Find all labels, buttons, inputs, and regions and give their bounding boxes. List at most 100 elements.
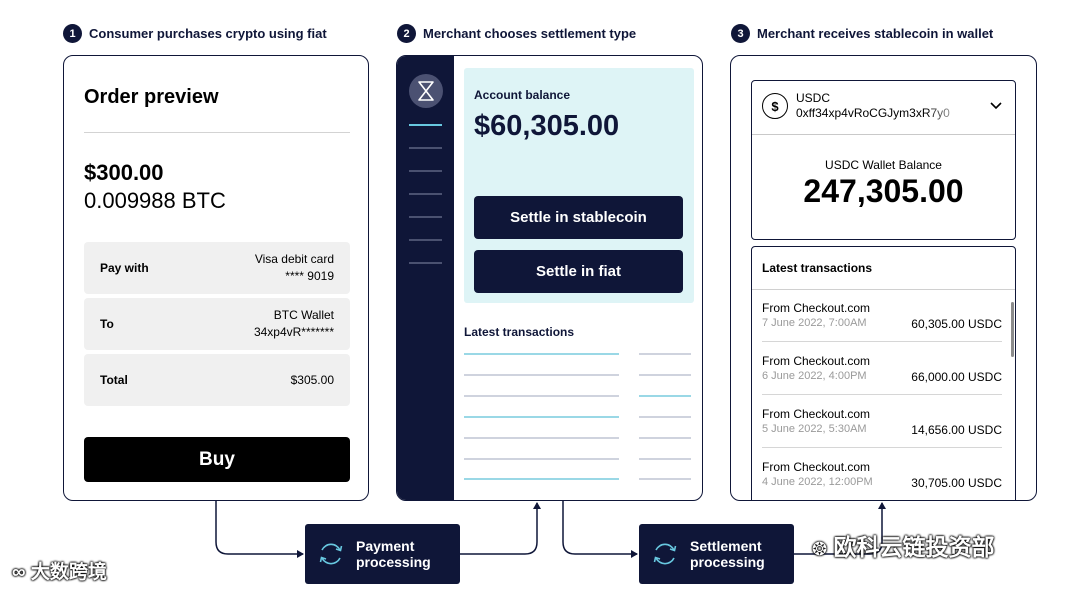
account-balance-value: $60,305.00	[474, 110, 620, 142]
transaction-placeholder-line	[464, 353, 619, 355]
transaction-placeholder-line	[464, 374, 619, 376]
row-value-line: **** 9019	[285, 269, 334, 283]
order-preview-title: Order preview	[84, 86, 219, 108]
transaction-amount: 14,656.00 USDC	[911, 423, 1002, 437]
chevron-down-icon[interactable]	[989, 101, 1003, 111]
process-label-line: Settlement	[690, 538, 762, 554]
transaction-row[interactable]: From Checkout.com 6 June 2022, 4:00PM 66…	[762, 342, 1002, 395]
divider	[84, 132, 350, 133]
process-label-line: processing	[356, 554, 431, 570]
row-value-line: Visa debit card	[254, 252, 334, 266]
transaction-placeholder-line	[639, 395, 691, 397]
transaction-placeholder-line	[639, 374, 691, 376]
settlement-processing-box: Settlement processing	[639, 524, 794, 584]
sidebar-nav-item[interactable]	[409, 170, 442, 172]
sidebar-nav-item[interactable]	[409, 147, 442, 149]
step-label: Merchant receives stablecoin in wallet	[757, 26, 994, 41]
fiat-amount: $300.00	[84, 160, 164, 185]
arrow-payment-to-merchant	[460, 502, 541, 555]
step-label: Consumer purchases crypto using fiat	[89, 26, 327, 41]
row-value-line: BTC Wallet	[273, 308, 334, 322]
transaction-amount: 30,705.00 USDC	[911, 476, 1002, 490]
watermark-right: ❂ 欧科云链投资部	[812, 528, 994, 562]
row-value-line: 34xp4vR*******	[253, 325, 334, 339]
step-2-heading: 2 Merchant chooses settlement type	[397, 24, 636, 43]
transaction-date: 5 June 2022, 5:30AM	[762, 423, 867, 435]
transaction-source: From Checkout.com	[762, 354, 871, 368]
transaction-placeholder-line	[464, 458, 619, 460]
wallet-selector[interactable]: $ USDC 0xff34xp4vRoCGJym3xR7y0	[752, 81, 1015, 135]
wechat-icon: ❂	[812, 539, 828, 559]
watermark-text: 大数跨境	[30, 562, 107, 583]
refresh-icon	[319, 543, 343, 565]
row-value: Visa debit card **** 9019	[255, 251, 334, 285]
checkout-logo-icon[interactable]	[409, 74, 443, 108]
transaction-row[interactable]: From Checkout.com 7 June 2022, 7:00AM 60…	[762, 289, 1002, 342]
step-1-heading: 1 Consumer purchases crypto using fiat	[63, 24, 327, 43]
coin-name: USDC	[796, 91, 831, 105]
merchant-dashboard-panel: Account balance $60,305.00 Settle in sta…	[396, 55, 703, 501]
transaction-row[interactable]: From Checkout.com 5 June 2022, 5:30AM 14…	[762, 395, 1002, 448]
crypto-amount: 0.009988 BTC	[84, 188, 226, 213]
usdc-coin-icon: $	[762, 93, 788, 119]
settle-fiat-button[interactable]: Settle in fiat	[474, 250, 683, 293]
refresh-icon	[653, 543, 677, 565]
sidebar-nav-item[interactable]	[409, 262, 442, 264]
transaction-placeholder-line	[464, 437, 619, 439]
transaction-placeholder-line	[464, 395, 619, 397]
transaction-amount: 66,000.00 USDC	[911, 370, 1002, 384]
watermark-text: 欧科云链投资部	[833, 534, 995, 560]
row-key: Total	[100, 373, 128, 387]
step-number: 3	[731, 24, 750, 43]
latest-transactions-heading: Latest transactions	[762, 261, 873, 275]
step-number: 2	[397, 24, 416, 43]
pay-with-row[interactable]: Pay with Visa debit card **** 9019	[84, 242, 350, 294]
wallet-card: $ USDC 0xff34xp4vRoCGJym3xR7y0 USDC Wall…	[751, 80, 1016, 240]
transaction-date: 4 June 2022, 12:00PM	[762, 476, 873, 488]
row-key: To	[100, 317, 114, 331]
transaction-placeholder-line	[639, 478, 691, 480]
step-number: 1	[63, 24, 82, 43]
account-balance-label: Account balance	[474, 88, 571, 102]
settle-stablecoin-button[interactable]: Settle in stablecoin	[474, 196, 683, 239]
stablecoin-wallet-panel: $ USDC 0xff34xp4vRoCGJym3xR7y0 USDC Wall…	[730, 55, 1037, 501]
sidebar-nav-item[interactable]	[409, 239, 442, 241]
process-label: Payment processing	[356, 538, 431, 570]
transaction-row[interactable]: From Checkout.com 4 June 2022, 12:00PM 3…	[762, 448, 1002, 500]
sidebar	[397, 56, 454, 500]
total-row: Total $305.00	[84, 354, 350, 406]
sidebar-nav-item[interactable]	[409, 216, 442, 218]
scrollbar[interactable]	[1011, 302, 1014, 357]
transaction-source: From Checkout.com	[762, 301, 871, 315]
process-label-line: Payment	[356, 538, 415, 554]
wallet-address: 0xff34xp4vRoCGJym3xR7y0	[796, 106, 950, 120]
payment-processing-box: Payment processing	[305, 524, 460, 584]
transaction-placeholder-line	[464, 478, 619, 480]
process-label-line: processing	[690, 554, 765, 570]
to-row[interactable]: To BTC Wallet 34xp4vR*******	[84, 298, 350, 350]
transaction-placeholder-line	[464, 416, 619, 418]
process-label: Settlement processing	[690, 538, 765, 570]
divider	[752, 289, 1015, 290]
order-preview-panel: Order preview $300.00 0.009988 BTC Pay w…	[63, 55, 369, 501]
wallet-balance-label: USDC Wallet Balance	[825, 158, 942, 172]
transaction-date: 6 June 2022, 4:00PM	[762, 370, 867, 382]
row-key: Pay with	[100, 261, 149, 275]
account-balance-card: Account balance $60,305.00 Settle in sta…	[464, 68, 694, 303]
transaction-source: From Checkout.com	[762, 407, 871, 421]
latest-transactions-heading: Latest transactions	[464, 325, 575, 339]
transaction-source: From Checkout.com	[762, 460, 871, 474]
row-value: BTC Wallet 34xp4vR*******	[254, 307, 334, 341]
arrow-order-to-payment	[215, 501, 304, 558]
transaction-date: 7 June 2022, 7:00AM	[762, 317, 867, 329]
transaction-placeholder-line	[639, 437, 691, 439]
wallet-balance-value: 247,305.00	[803, 173, 964, 209]
row-value: $305.00	[290, 372, 334, 387]
sidebar-nav-item-active[interactable]	[409, 124, 442, 126]
step-3-heading: 3 Merchant receives stablecoin in wallet	[731, 24, 993, 43]
transaction-placeholder-line	[639, 416, 691, 418]
arrow-merchant-to-settlement	[562, 501, 638, 558]
buy-button[interactable]: Buy	[84, 437, 350, 482]
sidebar-nav-item[interactable]	[409, 193, 442, 195]
